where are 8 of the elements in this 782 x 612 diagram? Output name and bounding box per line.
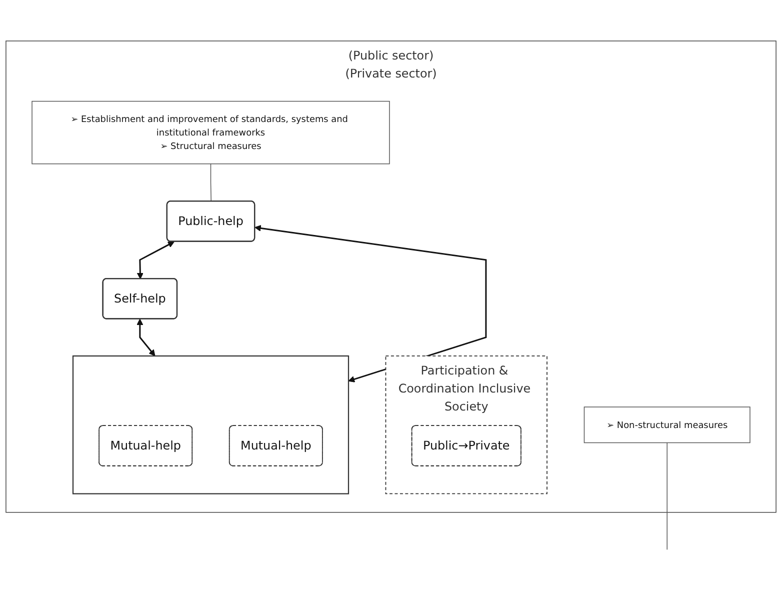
arrow [136, 318, 156, 356]
node-box: ➢ Establishment and improvement of standards, systems and institutional frameworks ➢ Structural measures [32, 100, 390, 164]
connector [210, 163, 212, 202]
arrow [254, 224, 487, 382]
cluster [72, 354, 350, 494]
arrow [136, 241, 174, 279]
node-box: ➢ Non-structural measures [584, 406, 750, 443]
connector [666, 442, 668, 550]
